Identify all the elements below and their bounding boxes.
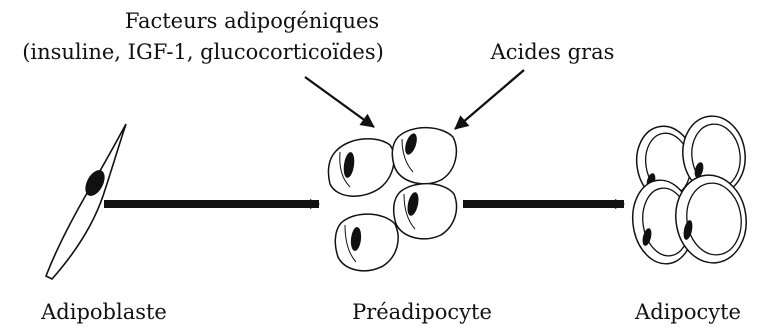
preadipocyte-membrane bbox=[334, 213, 399, 272]
adipoblast-cell bbox=[44, 123, 127, 280]
preadipocyte-nucleus bbox=[405, 133, 417, 155]
preadipocyte-cell bbox=[392, 182, 458, 240]
preadipocyte-inner-line bbox=[344, 224, 357, 263]
adipocyte-cell bbox=[675, 174, 747, 264]
adipoblast-label: Adipoblaste bbox=[41, 300, 167, 324]
adipogenic-factors-detail: (insuline, IGF-1, glucocorticoïdes) bbox=[22, 40, 384, 64]
preadipocyte-cell bbox=[327, 138, 395, 197]
adipocyte-nucleus bbox=[694, 162, 704, 178]
preadipocyte-inner-line bbox=[339, 151, 351, 188]
preadipocyte-inner-line bbox=[401, 138, 414, 173]
preadipocyte-membrane bbox=[391, 126, 457, 185]
preadipocyte-inner-line bbox=[403, 193, 416, 230]
preadipocyte-nucleus bbox=[343, 152, 355, 178]
arrow-adipogenic-factors bbox=[304, 76, 375, 128]
adipocyte-cluster bbox=[631, 115, 747, 265]
preadipocyte-cell bbox=[391, 126, 457, 185]
preadipocyte-cell bbox=[334, 213, 399, 272]
preadipocyte-membrane bbox=[327, 138, 395, 197]
adipoblast-membrane bbox=[44, 123, 127, 280]
adipocyte-nucleus bbox=[683, 220, 693, 240]
preadipocyte-cluster bbox=[327, 126, 458, 272]
adipocyte-label: Adipocyte bbox=[635, 300, 741, 324]
adipocyte-cell bbox=[682, 115, 746, 195]
input-arrows bbox=[304, 69, 525, 130]
adipogenic-factors-title: Facteurs adipogéniques bbox=[124, 9, 380, 33]
preadipocyte-nucleus bbox=[350, 227, 362, 251]
preadipocyte-label: Préadipocyte bbox=[352, 300, 492, 324]
adipoblast-nucleus bbox=[85, 170, 105, 196]
adipocyte-nucleus bbox=[642, 228, 652, 246]
preadipocyte-membrane bbox=[392, 182, 458, 240]
arrow-fatty-acids bbox=[454, 69, 525, 130]
preadipocyte-nucleus bbox=[407, 192, 419, 216]
fatty-acids-label: Acides gras bbox=[490, 40, 615, 64]
